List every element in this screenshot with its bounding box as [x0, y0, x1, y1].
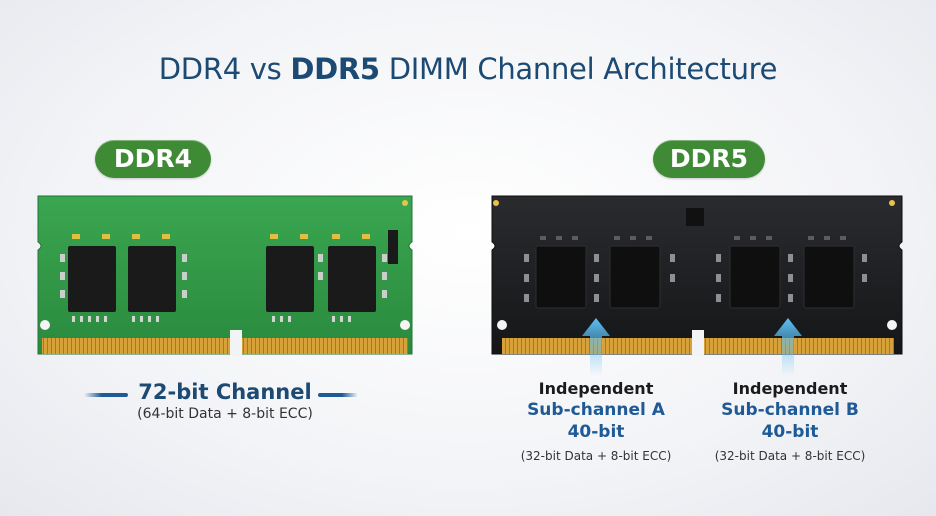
ddr4-badge: DDR4: [95, 140, 211, 178]
ddr5-module-image: [491, 195, 903, 356]
sub-channel-b-line1: Independent: [732, 379, 848, 398]
ddr5-sub-channel-a-label: Independent Sub-channel A 40-bit (32-bit…: [500, 378, 692, 463]
title-part3: DIMM Channel Architecture: [379, 52, 778, 86]
sub-channel-a-line3: 40-bit: [567, 422, 625, 442]
ddr5-badge: DDR5: [653, 140, 765, 178]
sub-channel-b-line4: (32-bit Data + 8-bit ECC): [714, 449, 866, 463]
ddr4-channel-title: 72-bit Channel: [138, 380, 312, 404]
sub-channel-a-line2: Sub-channel A: [527, 400, 665, 420]
sub-channel-a-line4: (32-bit Data + 8-bit ECC): [520, 449, 672, 463]
ddr4-dash-right: [318, 393, 358, 397]
title-part1: DDR4 vs: [158, 52, 291, 86]
sub-channel-a-line1: Independent: [538, 379, 654, 398]
page-title: DDR4 vs DDR5 DIMM Channel Architecture: [0, 52, 936, 86]
sub-channel-b-line2: Sub-channel B: [721, 400, 859, 420]
ddr4-dash-left: [84, 393, 128, 397]
title-ddr5: DDR5: [290, 52, 380, 86]
sub-channel-a-arrow-icon: [582, 318, 610, 376]
sub-channel-b-line3: 40-bit: [761, 422, 819, 442]
ddr4-channel-label: 72-bit Channel (64-bit Data + 8-bit ECC): [110, 380, 340, 422]
sub-channel-b-arrow-icon: [774, 318, 802, 376]
ddr5-sub-channel-b-label: Independent Sub-channel B 40-bit (32-bit…: [694, 378, 886, 463]
ddr4-channel-subtitle: (64-bit Data + 8-bit ECC): [137, 406, 313, 422]
ddr4-module-image: [37, 195, 413, 356]
